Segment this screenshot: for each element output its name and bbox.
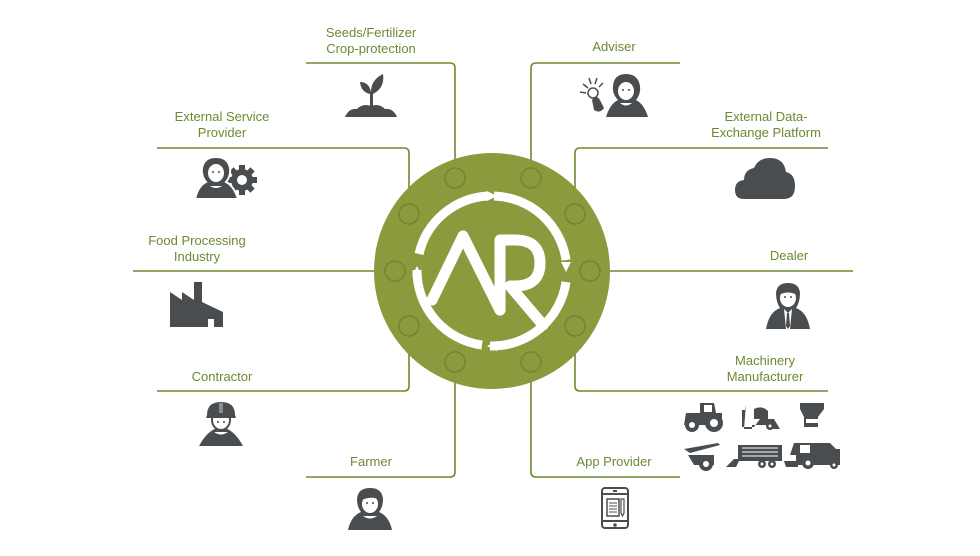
helmet-worker-icon [198,401,244,447]
ring-arrows [412,191,571,351]
label-line: Farmer [350,454,392,469]
ring-arrow [487,341,497,351]
connector-machinery [574,336,828,392]
label-line: Dealer [769,248,809,263]
label-line: Machinery [735,353,795,368]
trailer-icon [726,445,782,468]
connector-adviser [530,62,680,168]
person-gear-icon [194,156,258,200]
connector-farmer [306,372,456,478]
ring-arrow [412,266,422,276]
label-line: Provider [197,125,247,140]
ring-segment [493,191,571,261]
node-external-service [398,203,420,225]
sprout-icon [343,70,399,118]
letter-r [494,234,549,331]
node-food [384,260,406,282]
cloud-icon [734,156,796,200]
node-machinery [564,315,586,337]
connector-app [530,372,680,478]
connector-external-service [157,147,410,204]
tractor-icon [684,403,723,432]
label-external-data: External Data- Exchange Platform [711,109,821,141]
node-farmer [444,351,466,373]
factory-icon [170,282,224,328]
letter-a [426,230,506,316]
label-line: External Service [174,109,270,124]
label-line: Adviser [592,39,636,54]
label-external-service: External Service Provider [175,109,270,141]
sprayer-icon [684,443,720,471]
node-adviser [520,167,542,189]
label-line: Exchange Platform [711,125,821,140]
label-adviser: Adviser [592,39,635,55]
combine-harvester-icon [784,443,840,469]
label-seeds: Seeds/Fertilizer Crop-protection [326,25,416,57]
label-food: Food Processing Industry [148,233,246,265]
label-contractor: Contractor [192,369,253,385]
ring-segment [412,269,483,350]
farmer-icon [347,487,393,531]
label-line: Contractor [191,369,253,384]
label-line: External Data- [724,109,808,124]
connection-nodes [384,167,601,373]
connector-lines [133,62,853,478]
label-line: Industry [173,249,221,264]
connector-contractor [157,336,410,392]
label-farmer: Farmer [350,454,392,470]
tablet-app-icon [601,487,629,529]
label-line: Crop-protection [326,41,416,56]
label-line: Seeds/Fertilizer [325,25,417,40]
ring-segment [414,191,489,256]
connector-external-data [574,147,828,204]
farm-machinery-icons [680,401,840,471]
ring-arrow [487,191,497,201]
label-line: App Provider [576,454,652,469]
seed-drill-icon [742,404,780,430]
node-app [520,351,542,373]
adviser-lightbulb-icon [578,72,650,118]
node-seeds [444,167,466,189]
label-dealer: Dealer [770,248,808,264]
label-line: Manufacturer [726,369,804,384]
ring-arrow [561,262,571,272]
node-dealer [579,260,601,282]
spreader-icon [800,403,824,427]
label-machinery: Machinery Manufacturer [727,353,804,385]
connector-seeds [306,62,456,168]
businessman-icon [765,282,811,330]
label-line: Food Processing [148,233,246,248]
node-contractor [398,315,420,337]
node-external-data [564,203,586,225]
ar-logo-letters [426,230,549,331]
hub-disc [374,153,610,389]
label-app: App Provider [576,454,651,470]
